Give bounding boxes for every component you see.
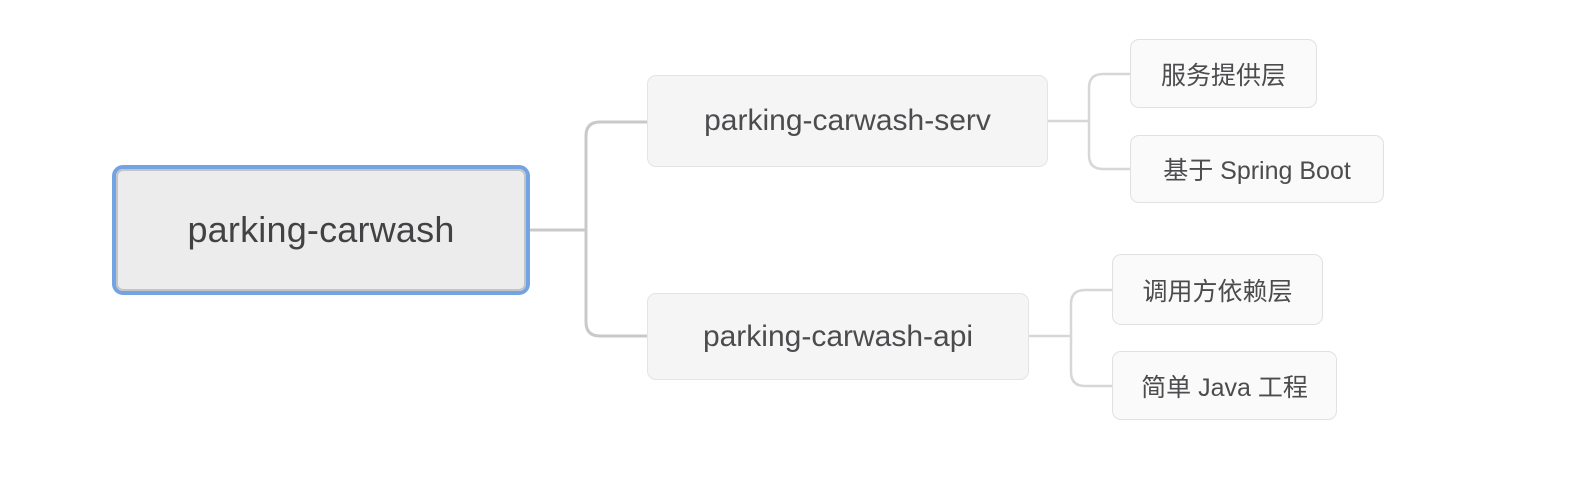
node-leaf-service-provider-layer[interactable]: 服务提供层 [1130, 39, 1317, 108]
leaf-node-label: 服务提供层 [1160, 61, 1286, 90]
root-node-label: parking-carwash [187, 209, 455, 250]
root-node-body: parking-carwash [116, 169, 526, 291]
connector-api-leaf1 [1069, 288, 1114, 338]
leaf-node-label: 基于 Spring Boot [1163, 157, 1351, 185]
leaf-node-label: 调用方依赖层 [1142, 277, 1293, 306]
node-root-parking-carwash[interactable]: parking-carwash [112, 165, 530, 295]
leaf-node-label: 简单 Java 工程 [1141, 373, 1308, 402]
connector-serv-leaf2 [1087, 119, 1132, 171]
node-parking-carwash-serv[interactable]: parking-carwash-serv [647, 75, 1048, 167]
connector-api-leaf2 [1069, 334, 1114, 388]
node-leaf-caller-dependency-layer[interactable]: 调用方依赖层 [1112, 254, 1323, 325]
connector-serv-leaf1 [1087, 72, 1132, 123]
connector-root-api [584, 228, 649, 338]
connector-root-serv [584, 120, 649, 232]
branch-node-label: parking-carwash-api [702, 319, 974, 353]
node-leaf-based-on-spring-boot[interactable]: 基于 Spring Boot [1130, 135, 1384, 203]
branch-node-label: parking-carwash-serv [704, 104, 991, 137]
node-leaf-simple-java-project[interactable]: 简单 Java 工程 [1112, 351, 1337, 420]
node-parking-carwash-api[interactable]: parking-carwash-api [647, 293, 1029, 380]
